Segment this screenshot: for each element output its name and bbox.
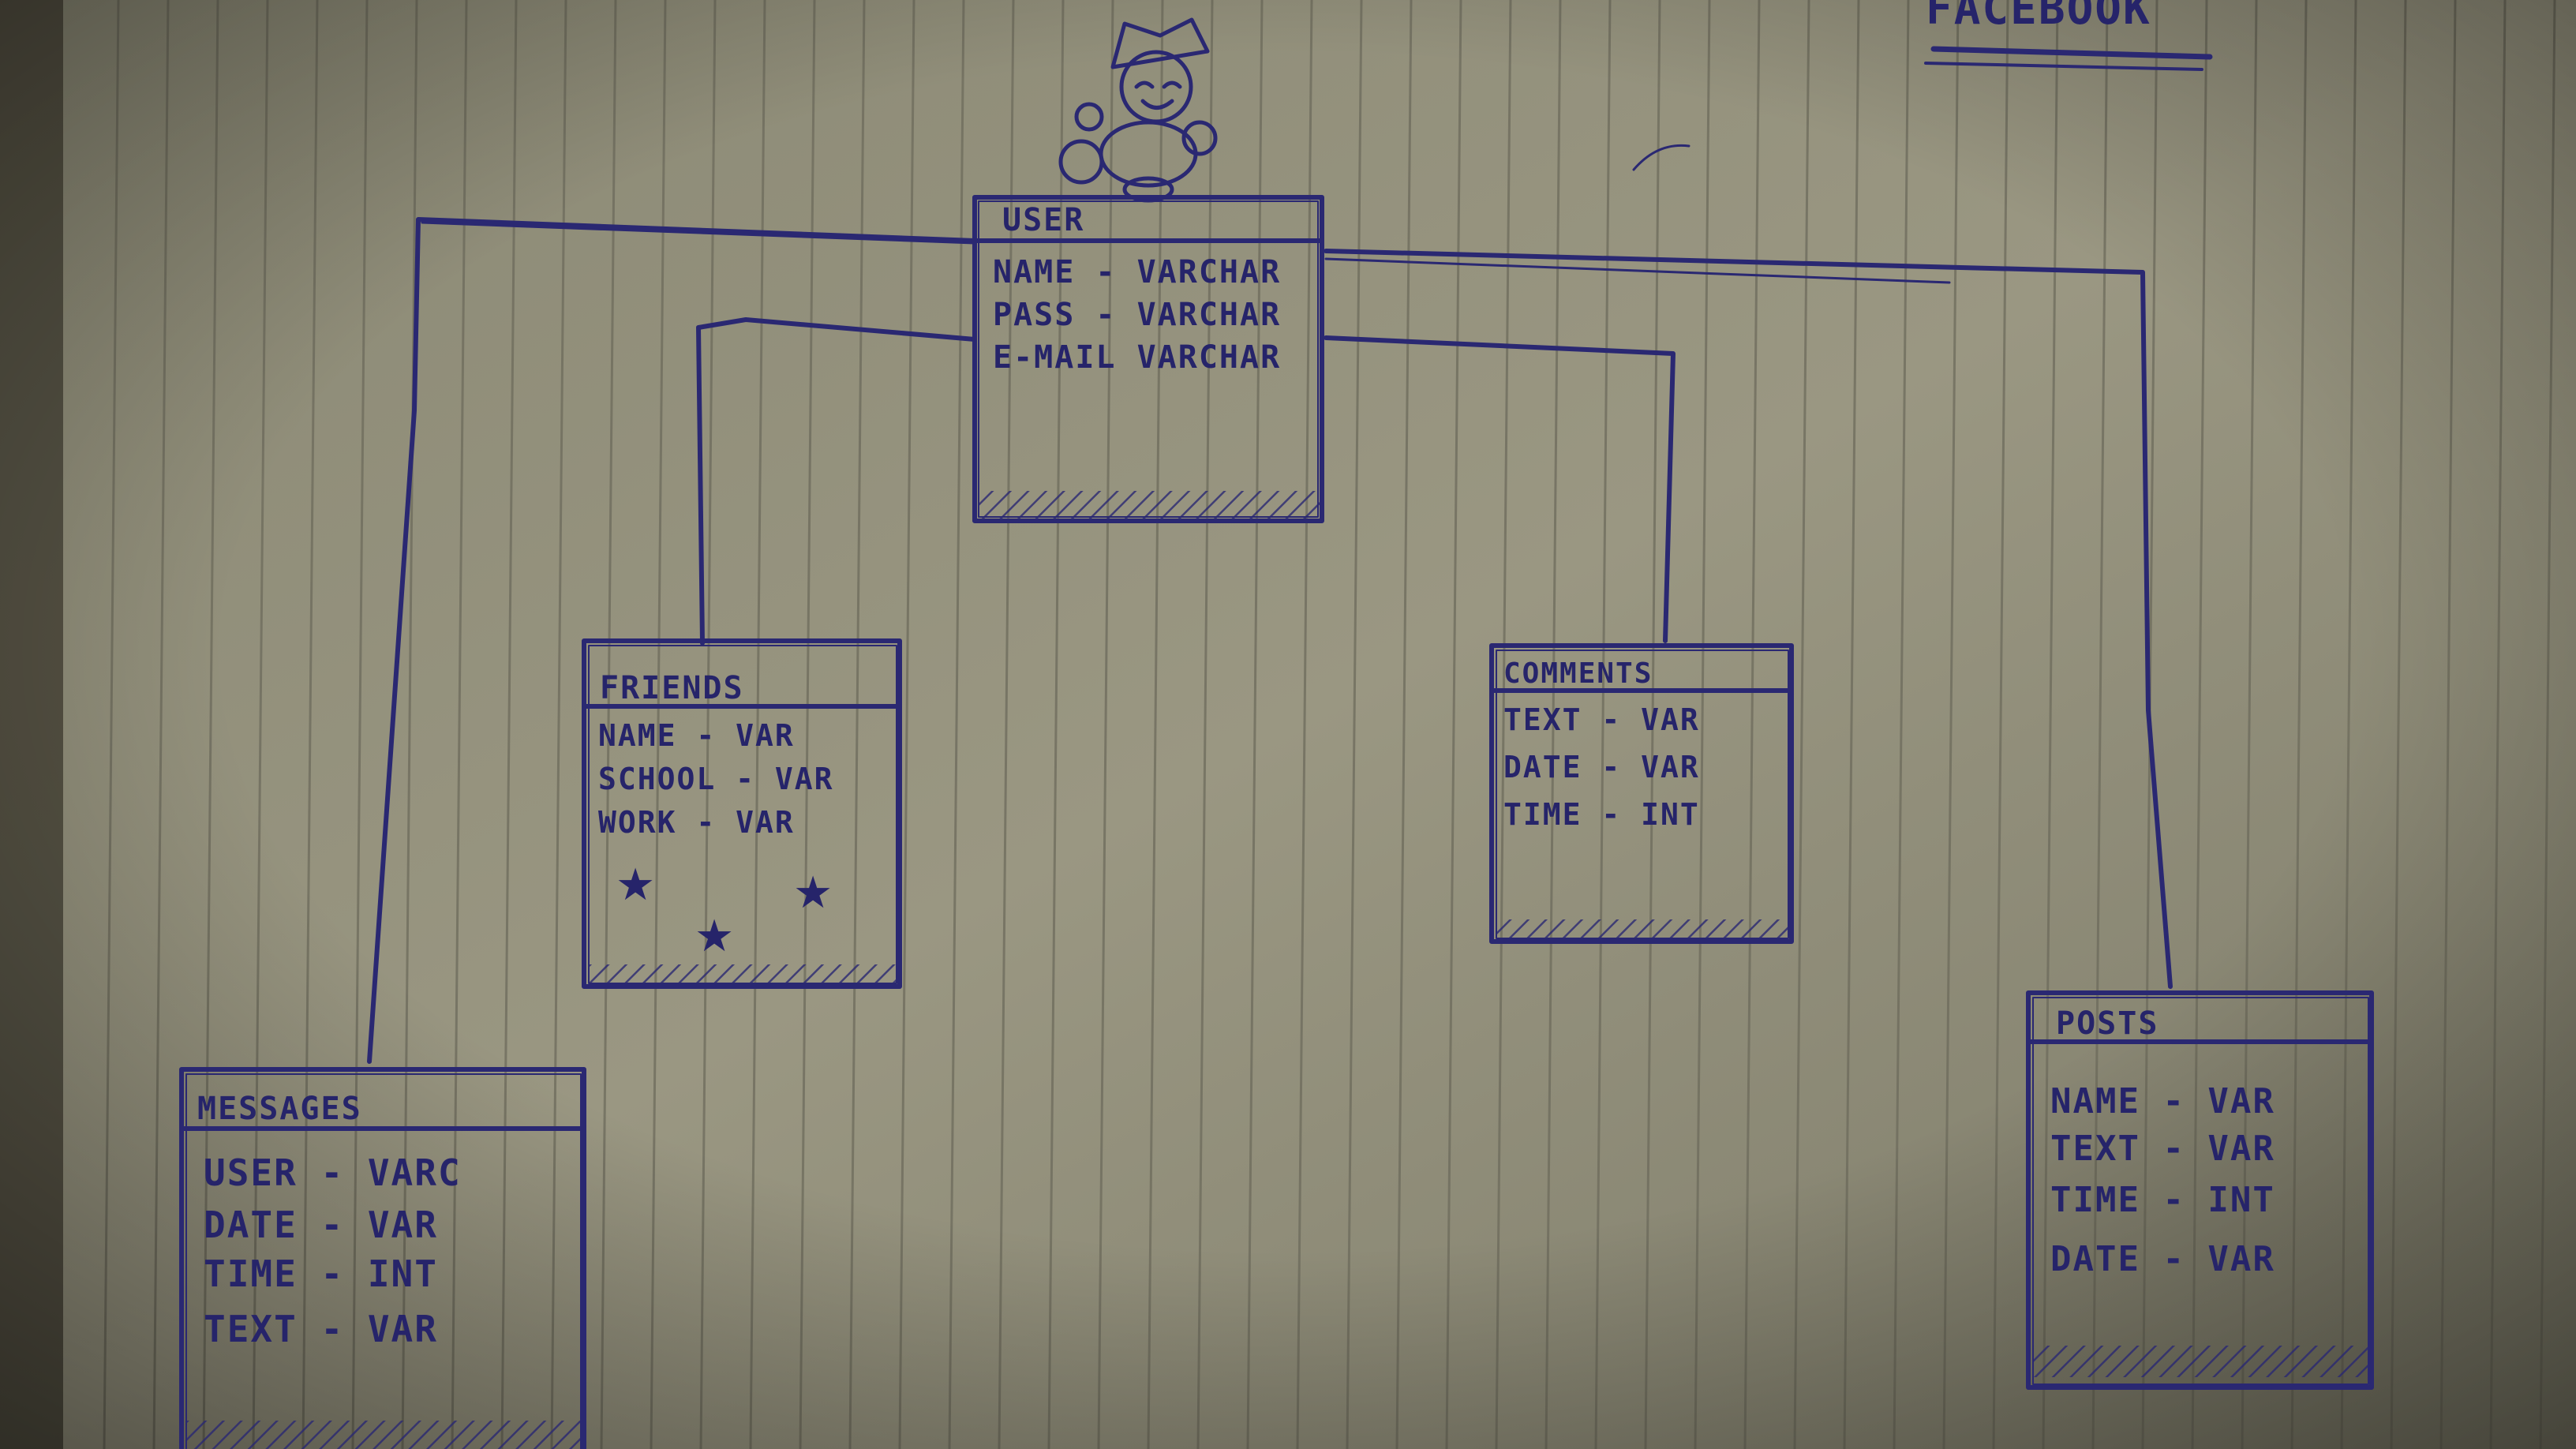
table-friends-field: SCHOOL - VAR [598,762,834,796]
table-comments: COMMENTS TEXT - VAR DATE - VAR TIME - IN… [1489,643,1794,944]
title-underline [1930,46,2213,60]
table-posts-title: POSTS [2056,1005,2159,1042]
table-messages-field: TEXT - VAR [204,1308,438,1350]
table-comments-field: TEXT - VAR [1503,702,1700,737]
stray-mark [1632,144,1690,171]
line-user-messages [367,217,977,1064]
page-title: FACEBOOK [1926,0,2151,35]
table-posts-field: NAME - VAR [2050,1081,2275,1121]
table-comments-field: TIME - INT [1503,797,1700,832]
table-messages-field: TIME - INT [204,1252,438,1295]
table-user-footer [979,491,1320,521]
line-user-friends [696,317,977,646]
table-messages-footer [186,1421,582,1449]
line-user-posts [1324,249,2173,989]
table-comments-title: COMMENTS [1503,657,1653,690]
table-posts-field: TEXT - VAR [2050,1129,2275,1169]
table-friends: FRIENDS NAME - VAR SCHOOL - VAR WORK - V… [582,638,902,989]
table-user-field: E-MAIL VARCHAR [993,339,1281,376]
table-messages: MESSAGES USER - VARC DATE - VAR TIME - I… [179,1067,586,1449]
table-messages-field: USER - VARC [204,1151,462,1194]
relationship-lines [367,217,2173,1064]
table-comments-field: DATE - VAR [1503,750,1700,784]
table-user-title: USER [1002,202,1084,238]
table-friends-footer [589,964,898,985]
table-posts-field: TIME - INT [2050,1180,2275,1220]
table-user-field: PASS - VARCHAR [993,297,1281,333]
table-posts-field: DATE - VAR [2050,1239,2275,1279]
table-posts-footer [2033,1346,2370,1377]
line-user-comments [1324,335,1676,643]
table-comments-footer [1496,919,1790,942]
table-friends-field: WORK - VAR [598,805,795,840]
table-friends-title: FRIENDS [600,670,744,706]
table-user-field: NAME - VARCHAR [993,254,1281,290]
table-messages-title: MESSAGES [197,1091,362,1127]
star-icon: ★ [695,912,734,961]
table-friends-field: NAME - VAR [598,718,795,753]
table-user: USER NAME - VARCHAR PASS - VARCHAR E-MAI… [972,195,1324,523]
table-posts: POSTS NAME - VAR TEXT - VAR TIME - INT D… [2026,990,2374,1390]
title-underline-2 [1924,62,2203,71]
star-icon: ★ [793,869,833,918]
star-icon: ★ [616,861,655,910]
table-messages-field: DATE - VAR [204,1204,438,1246]
mascot-doodle [1058,17,1218,203]
